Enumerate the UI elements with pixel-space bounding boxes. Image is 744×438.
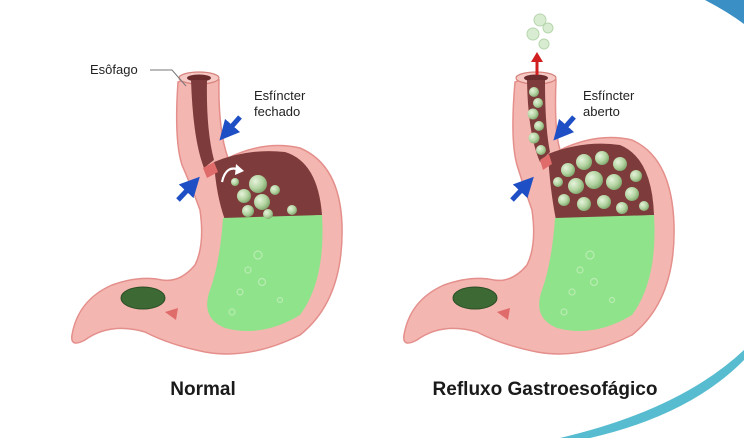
caption-reflux: Refluxo Gastroesofágico (433, 379, 658, 400)
pylorus-sphincter-mark-reflux (497, 308, 510, 320)
blue-arrow-lower-reflux (510, 176, 534, 202)
stomach-reflux (403, 13, 675, 355)
pylorus-sphincter-mark-normal (165, 308, 178, 320)
escaping-bubbles (526, 13, 554, 50)
blue-arrow-upper-reflux (553, 115, 576, 141)
label-sphincter-closed-1: Esfíncter (254, 88, 306, 103)
pylorus-reflux (452, 286, 498, 310)
esophagus-lumen-reflux (527, 80, 550, 162)
label-sphincter-open-1: Esfíncter (583, 88, 635, 103)
bubbles-esophagus-reflux (527, 87, 546, 155)
fluid-bubbles-reflux (560, 250, 616, 316)
esophagus-pointer-line (150, 69, 187, 87)
caption-normal: Normal (170, 379, 235, 400)
bubbles-chamber-reflux (553, 151, 649, 214)
corner-swoosh-top (705, 0, 744, 24)
label-esophagus: Esôfago (90, 62, 138, 77)
sphincter-open-mark (540, 154, 552, 170)
gastric-fluid-normal (207, 215, 323, 332)
bubbles-normal (231, 175, 297, 219)
pylorus-normal (120, 286, 166, 310)
blue-arrow-lower-normal (176, 176, 200, 202)
esophagus-lumen-normal (191, 80, 214, 168)
label-sphincter-open-2: aberto (583, 104, 620, 119)
blue-arrow-upper-normal (219, 115, 242, 141)
label-sphincter-closed-2: fechado (254, 104, 300, 119)
fluid-bubbles-normal (228, 250, 284, 316)
gastric-fluid-reflux (539, 215, 655, 332)
sphincter-closed-mark (203, 162, 218, 178)
stomach-normal (71, 69, 343, 355)
gas-chamber-normal (214, 151, 322, 220)
